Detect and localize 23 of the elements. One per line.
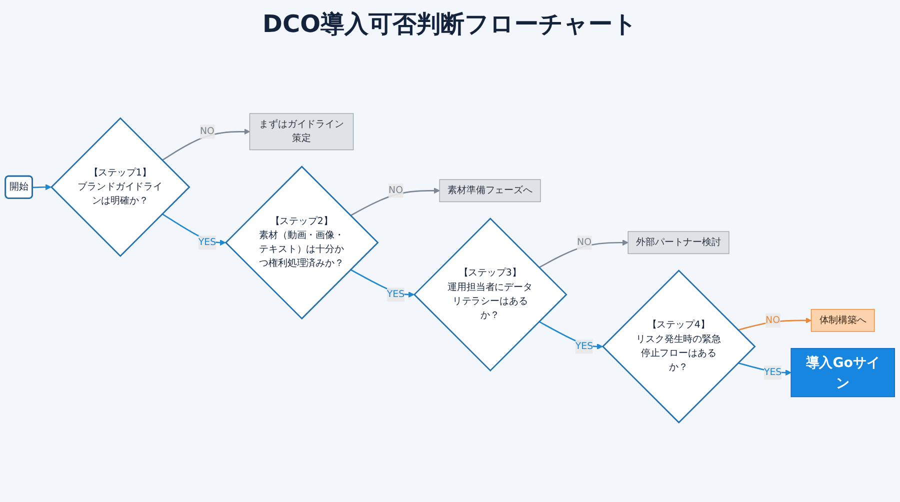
node-box: 外部パートナー検討 [628, 231, 730, 254]
edge-label: NO [200, 126, 214, 137]
node-diamond: 【ステップ3】 運用担当者にデータリテラシーはあるか？ [413, 218, 568, 372]
node-diamond: 【ステップ1】 ブランドガイドラインは明確か？ [50, 117, 190, 258]
edge-label: YES [386, 288, 405, 300]
edge-label: YES [198, 236, 216, 248]
edge-label: NO [577, 236, 592, 248]
arrow [538, 240, 628, 268]
edge-label: NO [766, 314, 780, 326]
edge-label: NO [388, 184, 403, 196]
edge-label: YES [575, 340, 594, 352]
arrow [162, 128, 250, 161]
arrow [32, 184, 52, 190]
arrow [350, 188, 440, 216]
node-diamond: 【ステップ2】 素材（動画・画像・テキスト）は十分かつ権利処理済みか？ [224, 166, 379, 320]
node-box: まずはガイドライン策定 [249, 113, 354, 150]
node-diamond: 【ステップ4】 リスク発生時の緊急停止フローはあるか？ [602, 270, 756, 424]
node-box: 導入Goサイン [790, 348, 895, 398]
arrow [738, 318, 812, 331]
edge-label: YES [764, 366, 782, 378]
node-box: 体制構築へ [810, 309, 875, 332]
chart-title: DCO導入可否判断フローチャート [262, 9, 638, 40]
node-box: 素材準備フェーズへ [439, 179, 541, 202]
